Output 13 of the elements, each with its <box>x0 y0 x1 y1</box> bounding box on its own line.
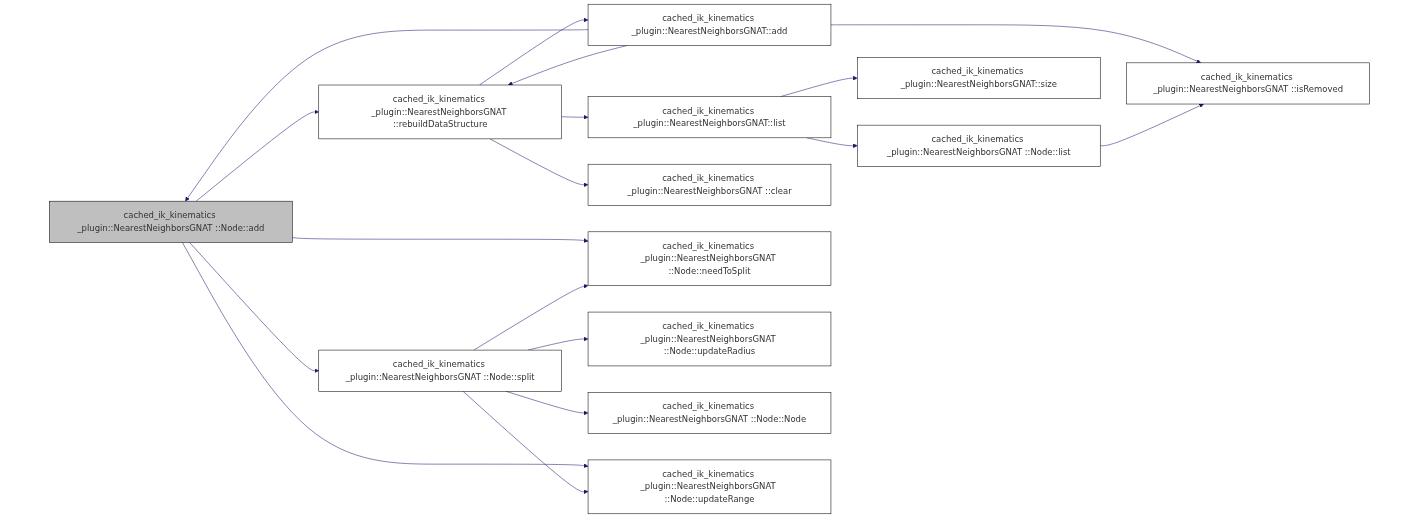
node-box: cached_ik_kinematics _plugin::NearestNeighborsGNAT ::Node::Node <box>587 392 832 434</box>
node-box: cached_ik_kinematics _plugin::NearestNeighborsGNAT::size <box>857 57 1101 99</box>
node-box: cached_ik_kinematics _plugin::NearestNeighborsGNAT ::Node::list <box>857 124 1101 167</box>
node-box: cached_ik_kinematics _plugin::NearestNeighborsGNAT ::Node::add <box>49 200 293 243</box>
node-box: cached_ik_kinematics _plugin::NearestNeighborsGNAT ::isRemoved <box>1126 62 1370 105</box>
node-box: cached_ik_kinematics _plugin::NearestNeighborsGNAT ::clear <box>587 163 832 206</box>
node-box: cached_ik_kinematics _plugin::NearestNeighborsGNAT ::Node::split <box>318 349 562 392</box>
node-box: cached_ik_kinematics _plugin::NearestNeighborsGNAT ::rebuildDataStructure <box>318 84 562 140</box>
node-box: cached_ik_kinematics _plugin::NearestNeighborsGNAT ::Node::updateRange <box>587 459 832 515</box>
node-box: cached_ik_kinematics _plugin::NearestNeighborsGNAT::add <box>587 3 832 46</box>
node-box: cached_ik_kinematics _plugin::NearestNeighborsGNAT::list <box>587 96 832 139</box>
node-box: cached_ik_kinematics _plugin::NearestNeighborsGNAT ::Node::needToSplit <box>587 231 832 286</box>
node-box: cached_ik_kinematics _plugin::NearestNeighborsGNAT ::Node::updateRadius <box>587 311 832 367</box>
